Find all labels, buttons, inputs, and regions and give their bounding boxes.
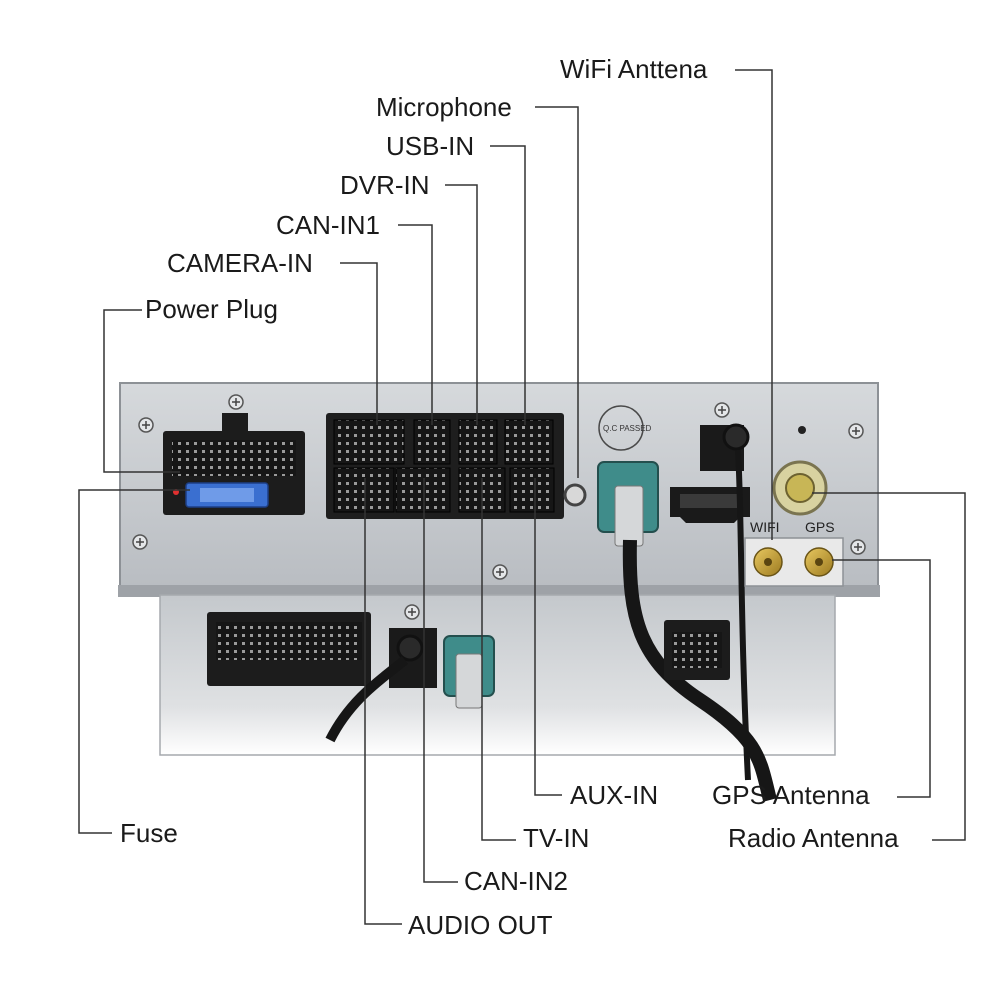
label-radio-antenna: Radio Antenna (728, 823, 899, 853)
label-gps-antenna: GPS Antenna (712, 780, 870, 810)
label-dvr-in: DVR-IN (340, 170, 430, 200)
qc-sticker-label: Q.C PASSED (603, 424, 652, 433)
chassis-rail (118, 585, 880, 597)
label-can-in1: CAN-IN1 (276, 210, 381, 240)
label-can-in2: CAN-IN2 (464, 866, 569, 896)
label-usb-in: USB-IN (386, 131, 475, 161)
qc-sticker (598, 405, 644, 451)
label-microphone: Microphone (376, 92, 512, 122)
label-tv-in: TV-IN (523, 823, 590, 853)
leader-lines (78, 69, 966, 925)
aux-jack (563, 483, 587, 507)
label-audio-out: AUDIO OUT (408, 910, 553, 940)
label-fuse: Fuse (120, 818, 178, 848)
label-power-plug: Power Plug (145, 294, 278, 324)
label-wifi-antenna: WiFi Anttena (560, 54, 708, 84)
gps-port-label: GPS (805, 519, 835, 535)
label-camera-in: CAMERA-IN (167, 248, 313, 278)
wifi-port-label: WIFI (750, 519, 780, 535)
label-aux-in: AUX-IN (570, 780, 659, 810)
